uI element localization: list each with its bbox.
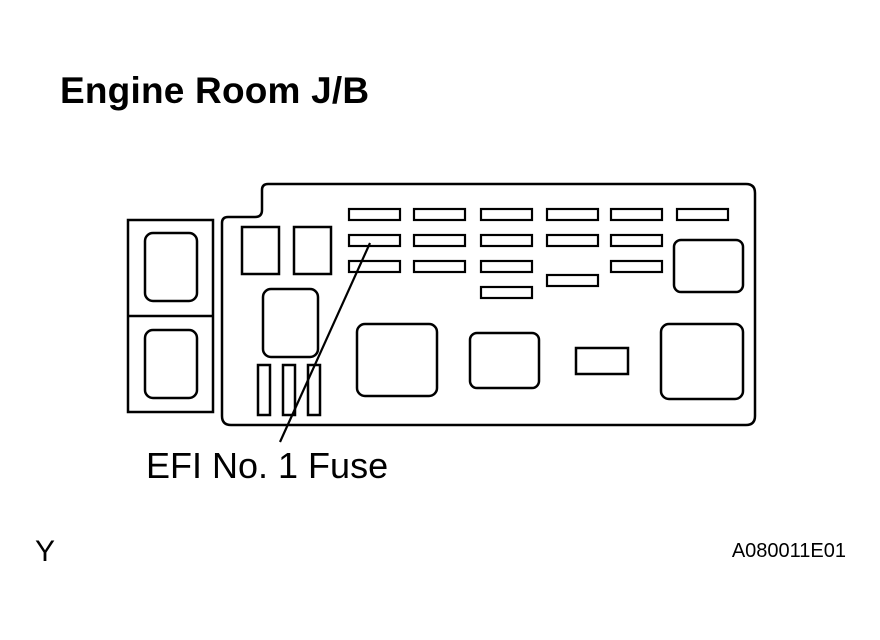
fuse-slot: [545, 233, 600, 248]
fuse-slot: [412, 259, 467, 274]
efi-fuse-callout-label: EFI No. 1 Fuse: [146, 445, 389, 486]
junction-block-body: [220, 182, 757, 427]
fuse-slot: [412, 207, 467, 222]
fuse-slot: [545, 273, 600, 288]
relay-small-1: [240, 225, 281, 276]
fuse-row-2: [347, 233, 664, 248]
fuse-slot: [479, 207, 534, 222]
vertical-fuse-1: [256, 363, 272, 417]
fuse-slot: [545, 207, 600, 222]
small-block: [574, 346, 630, 376]
callout-leader-line: [278, 242, 372, 443]
figure-code: A080011E01: [731, 540, 846, 562]
relay-medium-left: [261, 287, 320, 359]
relay-large-1: [355, 322, 439, 398]
vertical-fuse-3: [306, 363, 322, 417]
fuse-slot: [609, 233, 664, 248]
left-relay-lower: [143, 328, 199, 400]
fuse-slot: [609, 259, 664, 274]
fuse-slot: [479, 259, 534, 274]
vertical-fuse-2: [281, 363, 297, 417]
fuse-slot: [675, 207, 730, 222]
relay-large-2: [468, 331, 541, 390]
relay-top-right: [672, 238, 745, 294]
fuse-slot: [479, 233, 534, 248]
fuse-row-1: [347, 207, 730, 222]
corner-mark: Y: [35, 535, 56, 568]
relay-large-3: [659, 322, 745, 401]
efi-no1-fuse: [347, 233, 402, 248]
fuse-slot: [347, 259, 402, 274]
fuse-row-3: [347, 259, 664, 300]
fuse-slot: [479, 285, 534, 300]
left-relay-upper: [143, 231, 199, 303]
fuse-slot: [609, 207, 664, 222]
fuse-slot: [412, 233, 467, 248]
fuse-slot: [347, 207, 402, 222]
relay-small-2: [292, 225, 333, 276]
diagram-title: Engine Room J/B: [60, 70, 370, 111]
left-relay-holder: [126, 218, 215, 414]
